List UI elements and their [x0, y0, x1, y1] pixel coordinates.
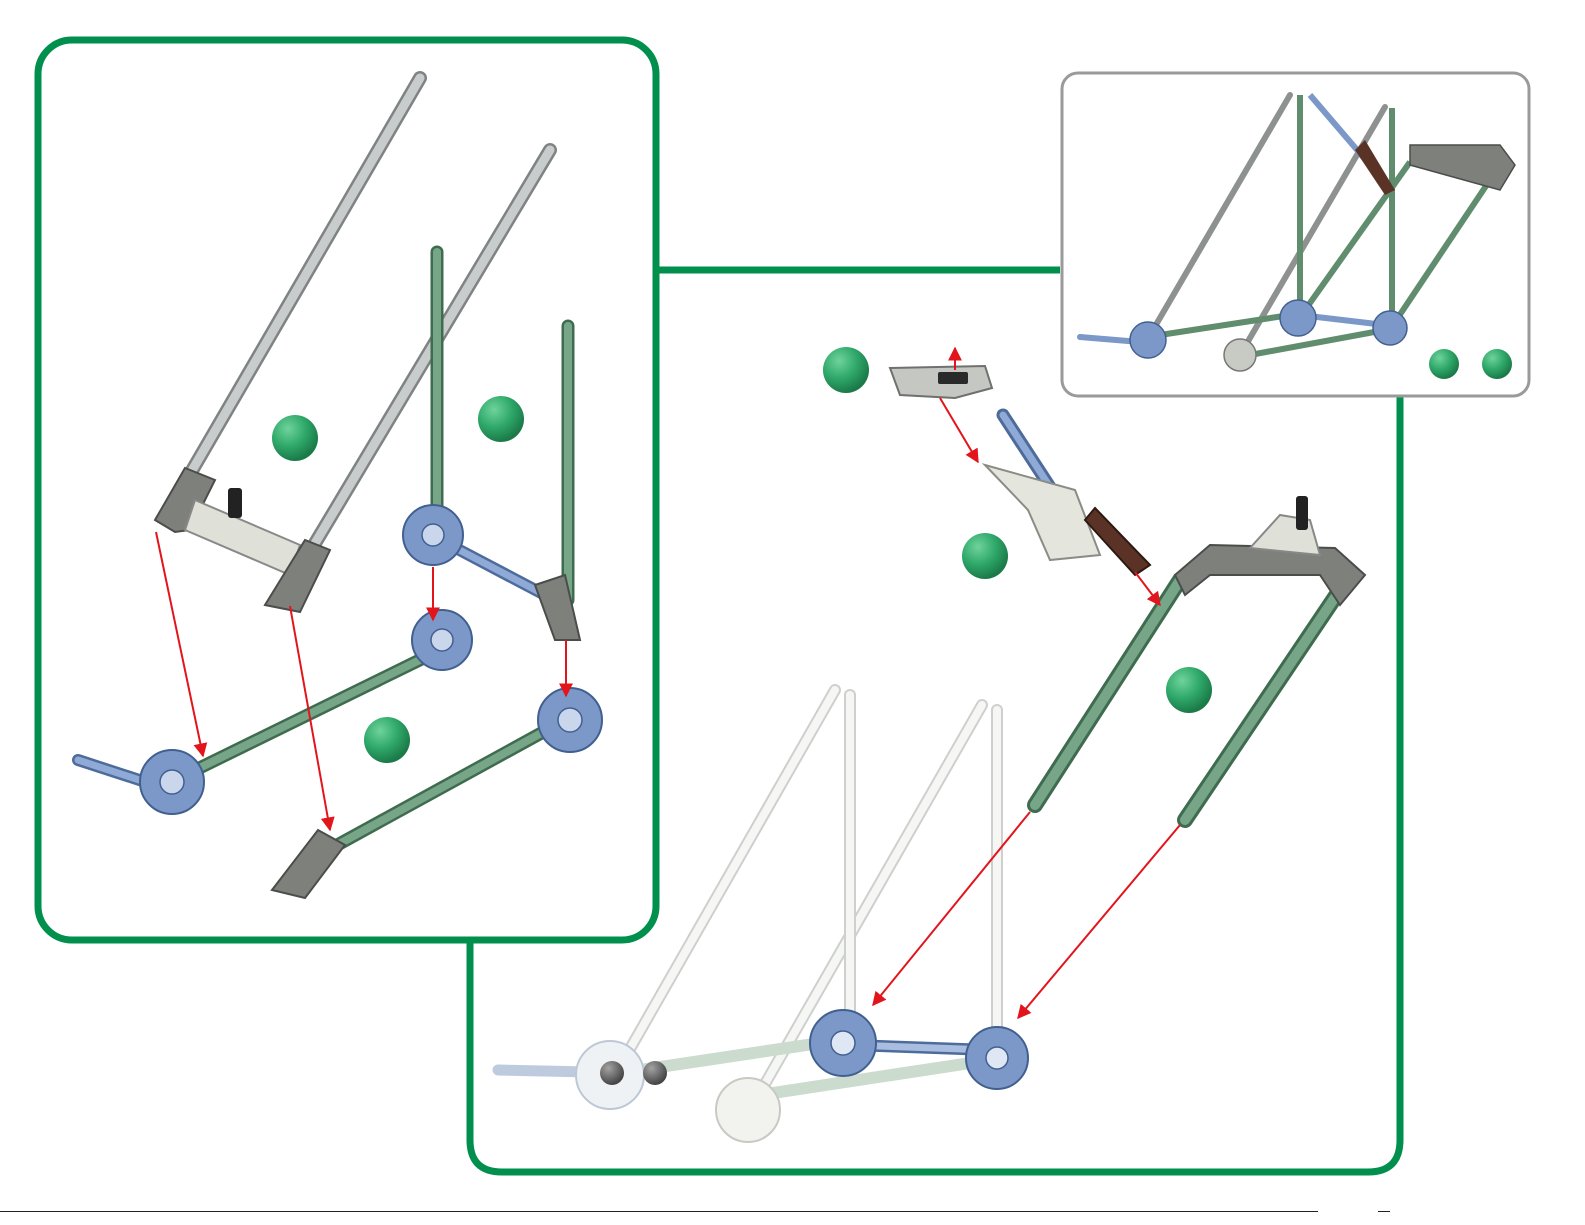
step-marker [962, 533, 1008, 579]
blue-connector-hub [538, 688, 602, 752]
blue-connector-hub [810, 1010, 876, 1076]
assembly-arrow [873, 812, 1030, 1005]
step-marker [1429, 349, 1459, 379]
step-marker [1166, 667, 1212, 713]
footer-rule [0, 1211, 1318, 1212]
assembly-arrow [940, 398, 978, 462]
blue-connector-hub [403, 505, 463, 565]
step-marker [1482, 349, 1512, 379]
step-marker [823, 347, 869, 393]
blue-connector-hub [140, 750, 204, 814]
step-marker [364, 717, 410, 763]
gray-connector [1175, 545, 1365, 605]
white-connector [1250, 515, 1320, 555]
step-marker [478, 396, 524, 442]
blue-connector-hub [412, 610, 472, 670]
footer-dash [1378, 1211, 1390, 1212]
assembly-arrow [1135, 572, 1160, 605]
step-marker [272, 415, 318, 461]
blue-connector-hub [966, 1027, 1028, 1089]
assembly-arrow [1018, 825, 1180, 1018]
